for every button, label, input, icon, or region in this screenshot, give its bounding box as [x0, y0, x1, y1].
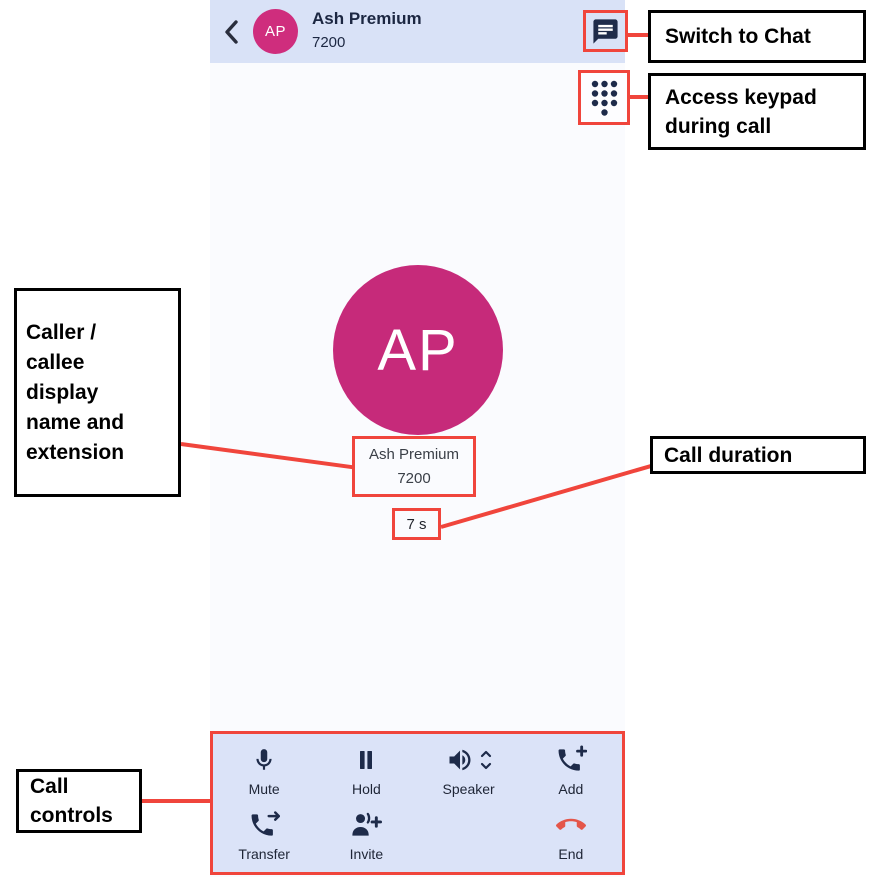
invite-label: Invite	[349, 846, 384, 862]
callout-caller-callee: Caller / callee display name and extensi…	[14, 288, 181, 497]
speaker-selector-chevrons-icon	[480, 750, 491, 770]
call-duration-value: 7 s	[392, 508, 441, 540]
dialpad-icon	[591, 80, 617, 116]
back-chevron-icon	[225, 20, 238, 44]
connector-call-controls	[142, 799, 213, 803]
keypad-button[interactable]	[588, 78, 621, 118]
callout-switch-to-chat: Switch to Chat	[648, 10, 866, 63]
topbar-contact-name: Ash Premium	[312, 9, 422, 28]
call-top-bar: AP Ash Premium 7200	[210, 0, 625, 63]
speaker-label: Speaker	[442, 781, 495, 797]
avatar: AP	[253, 9, 298, 54]
call-controls-panel: Mute Hold	[210, 731, 625, 875]
mute-label: Mute	[248, 781, 280, 797]
callout-call-duration: Call duration	[650, 436, 866, 474]
end-label: End	[558, 846, 584, 862]
end-call-icon	[554, 809, 588, 841]
transfer-call-icon	[248, 809, 281, 841]
contact-name-highlight-frame: Ash Premium 7200	[352, 436, 476, 497]
keypad-highlight-frame	[578, 70, 630, 125]
end-call-button[interactable]: End	[520, 803, 622, 868]
topbar-extension: 7200	[312, 34, 346, 51]
connector-switch-to-chat	[628, 33, 648, 37]
pause-icon	[354, 744, 378, 776]
speaker-button[interactable]: Speaker	[418, 738, 520, 803]
invite-button[interactable]: Invite	[315, 803, 417, 868]
hold-label: Hold	[351, 781, 381, 797]
callout-call-controls: Call controls	[16, 769, 142, 833]
speaker-volume-icon	[446, 744, 492, 776]
invite-participant-icon	[349, 809, 383, 841]
transfer-button[interactable]: Transfer	[213, 803, 315, 868]
switch-to-chat-button[interactable]	[591, 17, 620, 46]
chat-icon	[593, 18, 618, 44]
back-button[interactable]	[218, 17, 244, 47]
call-contact-name: Ash Premium	[368, 446, 460, 463]
microphone-icon	[251, 744, 277, 776]
connector-access-keypad	[630, 95, 648, 99]
hold-button[interactable]: Hold	[315, 738, 417, 803]
add-label: Add	[558, 781, 584, 797]
callout-access-keypad: Access keypad during call	[648, 73, 866, 150]
avatar: AP	[333, 265, 503, 435]
add-call-button[interactable]: Add	[520, 738, 622, 803]
mute-button[interactable]: Mute	[213, 738, 315, 803]
call-extension: 7200	[397, 470, 431, 487]
transfer-label: Transfer	[238, 846, 290, 862]
topbar-contact-info: Ash Premium 7200	[312, 9, 422, 51]
chat-highlight-frame	[583, 10, 628, 52]
add-call-icon	[555, 744, 587, 776]
